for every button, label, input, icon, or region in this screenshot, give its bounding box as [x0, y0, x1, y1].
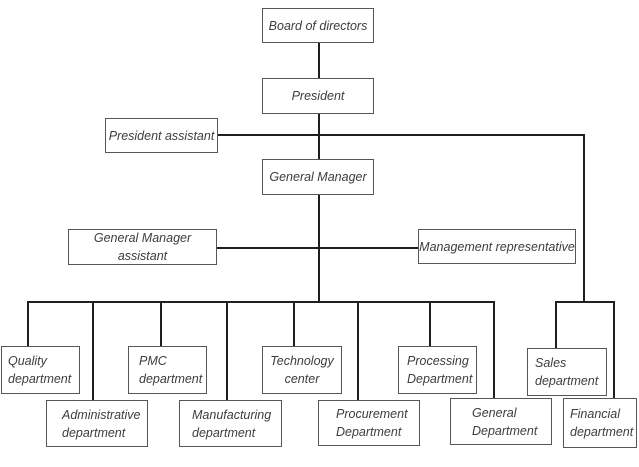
node-manufacturing-department: Manufacturing department	[179, 400, 282, 447]
node-technology-center: Technology center	[262, 346, 342, 394]
connector-president-general-manager	[318, 114, 320, 159]
connector-president-assistant	[218, 134, 584, 136]
connector-drop-sales	[555, 301, 557, 348]
connector-drop-quality	[27, 301, 29, 346]
connector-drop-financial	[613, 301, 615, 398]
node-president-assistant: President assistant	[105, 118, 218, 153]
node-pmc-department: PMC department	[128, 346, 207, 394]
connector-drop-manufacturing	[226, 301, 228, 400]
connector-sales-financial-bus	[555, 301, 614, 303]
node-administrative-department: Administrative department	[46, 400, 148, 447]
node-general-manager-assistant: General Manager assistant	[68, 229, 217, 265]
node-general-manager: General Manager	[262, 159, 374, 195]
connector-general-manager-bus	[318, 195, 320, 302]
connector-drop-technology	[293, 301, 295, 346]
connector-main-bus	[27, 301, 494, 303]
connector-drop-general	[493, 301, 495, 398]
connector-drop-processing	[429, 301, 431, 346]
node-board-of-directors: Board of directors	[262, 8, 374, 43]
node-management-representative: Management representative	[418, 229, 576, 264]
node-procurement-department: Procurement Department	[318, 400, 420, 446]
connector-drop-procurement	[357, 301, 359, 400]
connector-right-branch	[583, 134, 585, 302]
connector-drop-pmc	[160, 301, 162, 346]
node-general-department: General Department	[450, 398, 552, 445]
node-processing-department: Processing Department	[398, 346, 477, 394]
node-financial-department: Financial department	[563, 398, 637, 448]
connector-assistant-representative	[217, 247, 418, 249]
node-president: President	[262, 78, 374, 114]
node-quality-department: Quality department	[1, 346, 80, 394]
node-sales-department: Sales department	[527, 348, 607, 396]
connector-drop-administrative	[92, 301, 94, 400]
connector-board-president	[318, 43, 320, 78]
